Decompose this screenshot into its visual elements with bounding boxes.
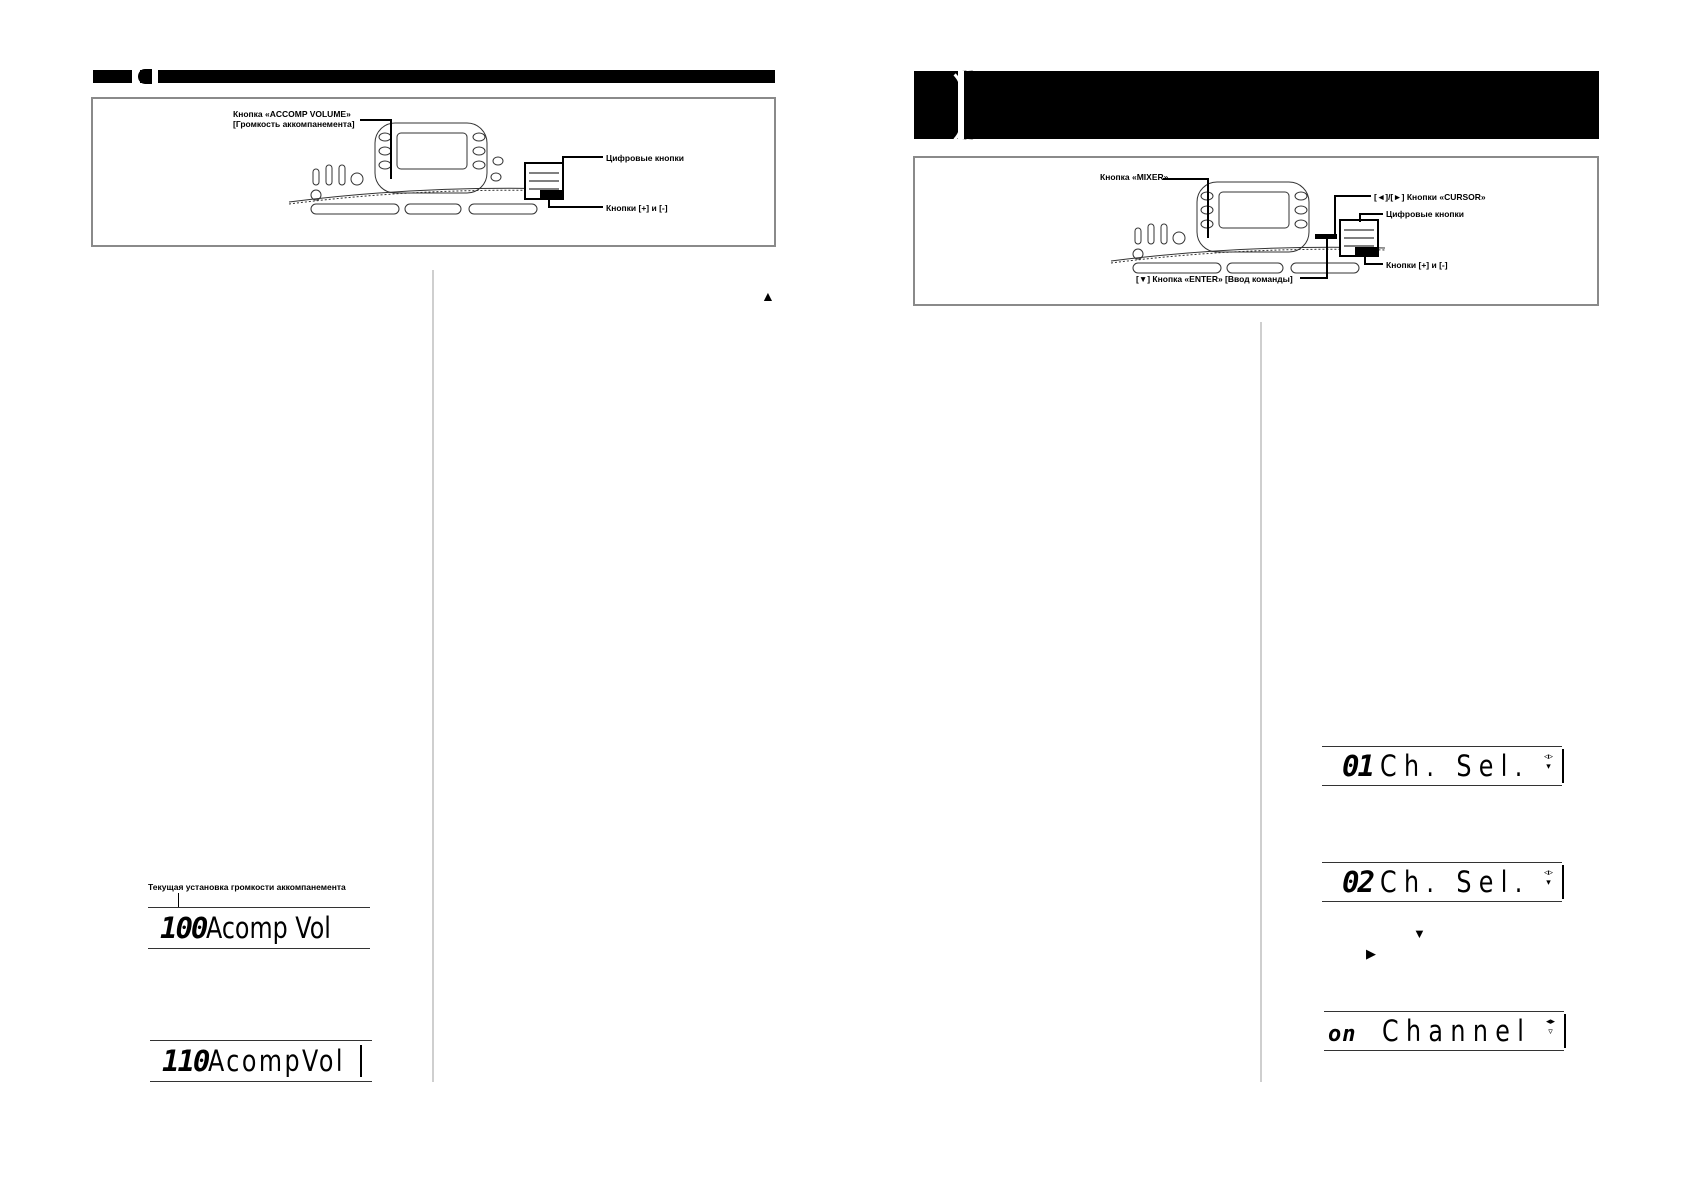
lcd-cursor-arrows-icon: ◃▹▾ bbox=[1544, 867, 1554, 887]
lcd-edge bbox=[1562, 749, 1564, 783]
up-arrow-icon: ▲ bbox=[761, 288, 775, 304]
right-header-arc bbox=[938, 66, 963, 148]
display-caption: Текущая установка громкости аккомпанемен… bbox=[148, 882, 346, 892]
left-header-notch bbox=[150, 69, 158, 84]
lcd-text: Ch. Sel. bbox=[1380, 749, 1530, 783]
plus-minus-callout: Кнопки [+] и [-] bbox=[606, 203, 668, 213]
accomp-volume-callout: Кнопка «ACCOMP VOLUME» bbox=[233, 109, 351, 119]
left-keyboard-panel: Кнопка «ACCOMP VOLUME» [Громкость аккомп… bbox=[91, 97, 776, 247]
left-header-decoration bbox=[138, 69, 152, 84]
caption-pointer bbox=[178, 893, 179, 907]
lcd-display-channel-on: on Channel ◂▸▿ bbox=[1324, 1011, 1566, 1051]
down-arrow-icon: ▼ bbox=[1413, 926, 1426, 941]
lcd-display-accomp-vol-110: 110 AcompVol bbox=[150, 1040, 372, 1082]
number-buttons-callout: Цифровые кнопки bbox=[1386, 209, 1465, 219]
lcd-text: Channel bbox=[1382, 1014, 1532, 1048]
left-column-separator bbox=[432, 270, 434, 1082]
left-header-bar bbox=[93, 70, 775, 83]
lcd-cursor-bar bbox=[360, 1045, 362, 1077]
right-header-arc bbox=[968, 70, 983, 140]
lcd-value: 100 bbox=[160, 911, 208, 945]
lcd-display-ch-sel-02: 02 Ch. Sel. ◃▹▾ bbox=[1322, 862, 1564, 902]
keyboard-illustration bbox=[288, 119, 603, 215]
mixer-button-callout: Кнопка «MIXER» bbox=[1100, 172, 1169, 182]
lcd-cursor-arrows-icon: ◂▸▿ bbox=[1546, 1016, 1556, 1036]
left-header-notch bbox=[132, 69, 140, 84]
right-column-separator bbox=[1260, 322, 1262, 1082]
lcd-text: Acomp Vol bbox=[206, 911, 331, 945]
lcd-edge bbox=[1564, 1014, 1566, 1048]
right-keyboard-panel: Кнопка «MIXER» [◄]/[►] Кнопки «CURSOR» Ц… bbox=[913, 156, 1599, 306]
lcd-edge bbox=[1562, 865, 1564, 899]
lcd-cursor-arrows-icon: ◃▹▾ bbox=[1544, 751, 1554, 771]
right-header-bar bbox=[914, 71, 1599, 139]
lcd-value: 110 bbox=[162, 1044, 210, 1078]
number-buttons-callout: Цифровые кнопки bbox=[606, 153, 685, 163]
lcd-value: 01 bbox=[1342, 749, 1375, 783]
lcd-text: AcompVol bbox=[208, 1044, 345, 1078]
right-arrow-icon: ▶ bbox=[1366, 946, 1376, 961]
lcd-display-ch-sel-01: 01 Ch. Sel. ◃▹▾ bbox=[1322, 746, 1564, 786]
enter-button-callout: [▼] Кнопка «ENTER» [Ввод команды] bbox=[1136, 274, 1293, 284]
lcd-display-accomp-vol-100: 100 Acomp Vol bbox=[148, 907, 370, 949]
lcd-text: Ch. Sel. bbox=[1380, 865, 1530, 899]
plus-minus-callout: Кнопки [+] и [-] bbox=[1386, 260, 1448, 270]
lcd-value: on bbox=[1328, 1022, 1357, 1047]
keyboard-illustration bbox=[1110, 178, 1386, 279]
cursor-buttons-callout: [◄]/[►] Кнопки «CURSOR» bbox=[1374, 192, 1486, 202]
accomp-volume-desc-callout: [Громкость аккомпанемента] bbox=[233, 119, 355, 129]
lcd-value: 02 bbox=[1342, 865, 1375, 899]
